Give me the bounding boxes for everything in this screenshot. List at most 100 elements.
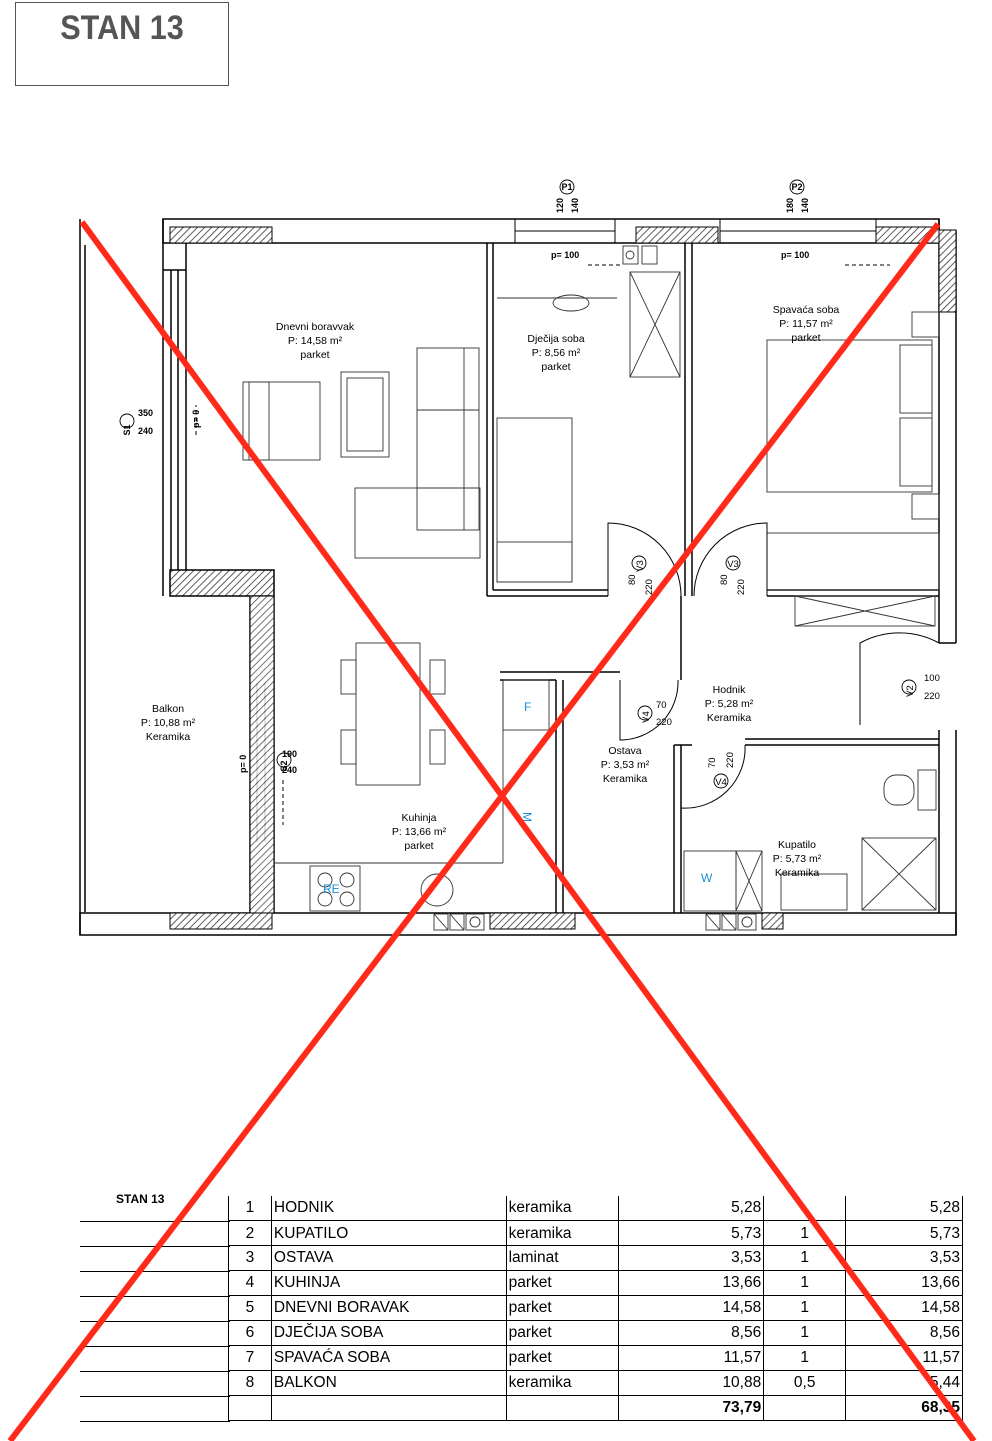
door-tag-v3: V3: [727, 559, 739, 570]
window-height: 240: [138, 426, 153, 436]
door-width: 70: [656, 700, 667, 711]
room-name: Kuhinja: [401, 812, 436, 824]
net-area: 5,28: [845, 1196, 963, 1222]
door-tag-v4: V4: [641, 711, 652, 723]
room-name: Spavaća soba: [773, 304, 840, 316]
area: 3,53: [618, 1245, 764, 1272]
room-floor: parket: [404, 840, 433, 852]
table-row: 7 SPAVAĆA SOBA parket 11,57 1 11,57: [228, 1345, 963, 1371]
room-area: P: 3,53 m²: [601, 759, 650, 771]
window-height-1: 180: [785, 198, 795, 213]
row-number: 5: [228, 1295, 272, 1321]
table-row: 3 OSTAVA laminat 3,53 1 3,53: [228, 1245, 963, 1272]
room-area: P: 11,57 m²: [779, 318, 833, 330]
room-area: P: 14,58 m²: [288, 335, 343, 347]
door-height: 220: [644, 579, 655, 595]
opening-tags: [119, 179, 917, 789]
window-sill: p= 100: [781, 250, 809, 260]
room-name: Ostava: [608, 745, 641, 757]
total-area: 73,79: [618, 1395, 764, 1421]
door-tag-v2: V2: [905, 685, 916, 697]
window-height-1: 120: [555, 198, 565, 213]
title-box: STAN 13: [15, 2, 229, 86]
opening-labels: P1 P2 120 140 180 140 p= 100 p= 100 S1 3…: [122, 182, 940, 788]
door-height: 220: [924, 691, 940, 702]
row-divider: [80, 1271, 230, 1272]
coefficient: [763, 1196, 846, 1222]
row-divider: [80, 1246, 230, 1247]
door-swings: [607, 522, 940, 809]
stove-label: RE: [323, 882, 340, 896]
area: 5,28: [618, 1196, 764, 1222]
table-row: 4 KUHINJA parket 13,66 1 13,66: [228, 1270, 963, 1297]
room-name: Kupatilo: [778, 839, 816, 851]
row-divider: [80, 1421, 230, 1422]
row-number: 4: [228, 1270, 272, 1297]
floor-type: keramika: [505, 1196, 619, 1222]
room-area: P: 13,66 m²: [392, 826, 447, 838]
door-height: 220: [656, 717, 672, 728]
floor-type: laminat: [505, 1245, 619, 1272]
row-number: 6: [228, 1320, 272, 1346]
row-divider: [80, 1221, 230, 1222]
room-floor: Keramika: [707, 712, 752, 724]
room-floor: Keramika: [603, 773, 648, 785]
empty-cell: [228, 1395, 272, 1421]
coefficient: 0,5: [763, 1370, 846, 1396]
room-name: DJEČIJA SOBA: [270, 1320, 507, 1346]
floor-type: keramika: [505, 1220, 619, 1247]
page-title: STAN 13: [60, 9, 184, 47]
room-area: P: 10,88 m²: [141, 717, 196, 729]
table-row: 5 DNEVNI BORAVAK parket 14,58 1 14,58: [228, 1295, 963, 1321]
window-width: 190: [282, 749, 297, 759]
row-divider: [80, 1321, 230, 1322]
door-tag-v4: V4: [715, 777, 727, 788]
room-name: HODNIK: [270, 1196, 507, 1222]
row-number: 2: [228, 1220, 272, 1247]
row-number: 7: [228, 1345, 272, 1371]
room-name: KUPATILO: [270, 1220, 507, 1247]
total-net-area: 68,35: [845, 1395, 963, 1421]
net-area: 5,73: [845, 1220, 963, 1247]
window-sill: p= 0: [238, 755, 248, 773]
table-row: 8 BALKON keramika 10,88 0,5 5,44: [228, 1370, 963, 1396]
row-divider: [80, 1371, 230, 1372]
coefficient: 1: [763, 1345, 846, 1371]
door-width: 100: [924, 673, 940, 684]
room-floor: parket: [791, 332, 820, 344]
net-area: 3,53: [845, 1245, 963, 1272]
table-row: 6 DJEČIJA SOBA parket 8,56 1 8,56: [228, 1320, 963, 1346]
room-area: P: 5,73 m²: [773, 853, 822, 865]
room-area: P: 5,28 m²: [705, 698, 754, 710]
table-row: 2 KUPATILO keramika 5,73 1 5,73: [228, 1220, 963, 1247]
appliance-labels: F RE M W: [323, 700, 713, 896]
net-area: 8,56: [845, 1320, 963, 1346]
floor-type: parket: [505, 1320, 619, 1346]
door-tag-v3: V3: [635, 560, 646, 572]
room-name: KUHINJA: [270, 1270, 507, 1297]
room-name: SPAVAĆA SOBA: [270, 1345, 507, 1371]
door-width: 70: [707, 757, 718, 768]
area: 5,73: [618, 1220, 764, 1247]
area: 8,56: [618, 1320, 764, 1346]
room-name: DNEVNI BORAVAK: [270, 1295, 507, 1321]
area: 11,57: [618, 1345, 764, 1371]
coefficient: 1: [763, 1295, 846, 1321]
coefficient: 1: [763, 1220, 846, 1247]
washer-label: W: [701, 871, 713, 885]
window-sill: p= 100: [551, 250, 579, 260]
table-row: 1 HODNIK keramika 5,28 5,28: [228, 1196, 963, 1222]
net-area: 5,44: [845, 1370, 963, 1396]
net-area: 11,57: [845, 1345, 963, 1371]
room-name: Dječija soba: [527, 333, 584, 345]
room-name: Balkon: [152, 703, 184, 715]
empty-cell: [270, 1395, 507, 1421]
row-number: 8: [228, 1370, 272, 1396]
door-height: 220: [725, 752, 736, 768]
row-divider: [80, 1396, 230, 1397]
coefficient: 1: [763, 1245, 846, 1272]
room-floor: parket: [541, 361, 570, 373]
room-name: OSTAVA: [270, 1245, 507, 1272]
row-number: 3: [228, 1245, 272, 1272]
table-title: STAN 13: [116, 1192, 165, 1206]
